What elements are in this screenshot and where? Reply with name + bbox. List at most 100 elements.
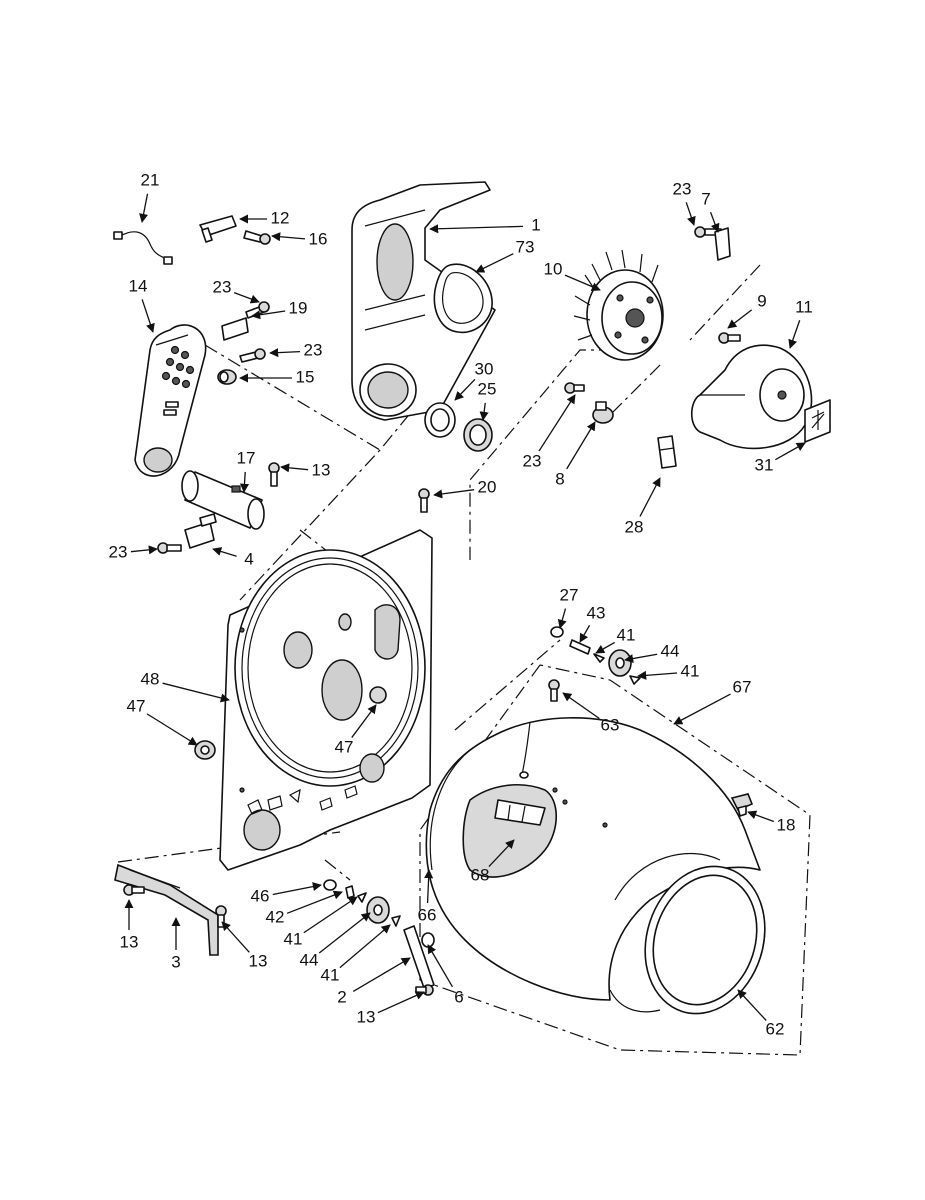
callout-label-c12: 12 xyxy=(271,208,290,227)
callout-leader-c1 xyxy=(429,224,524,234)
thermal-fuse-8-part xyxy=(592,401,614,424)
callout-label-c41a: 41 xyxy=(617,625,636,644)
clip-18-part xyxy=(730,793,754,817)
sensor-bracket-part xyxy=(199,215,237,243)
callout-label-c23b: 23 xyxy=(304,340,323,359)
callout-leader-c67 xyxy=(673,693,731,725)
callout-label-c18: 18 xyxy=(777,815,796,834)
callout-label-c44b: 44 xyxy=(300,950,319,969)
callout-leader-c31 xyxy=(775,442,806,461)
thermostat-19-part xyxy=(221,301,270,341)
callout-label-c7: 7 xyxy=(701,189,710,208)
callout-label-c67: 67 xyxy=(733,677,752,696)
callout-leader-c17 xyxy=(239,471,250,493)
callout-leader-c19 xyxy=(251,310,286,320)
callout-leader-c8 xyxy=(566,421,596,470)
callout-leader-c62 xyxy=(737,989,767,1021)
callout-leader-c13a xyxy=(280,463,309,473)
clip-7-part xyxy=(714,227,731,261)
callout-label-c25: 25 xyxy=(478,379,497,398)
screw-13-bracket-part xyxy=(123,884,227,928)
callout-leader-c25 xyxy=(479,402,489,421)
drum-67-part xyxy=(425,717,761,1001)
callout-label-c41b: 41 xyxy=(681,661,700,680)
callout-label-c63: 63 xyxy=(601,715,620,734)
callout-leader-c66 xyxy=(424,869,434,904)
callout-label-c23e: 23 xyxy=(523,451,542,470)
callout-label-c46: 46 xyxy=(251,886,270,905)
callout-label-c19: 19 xyxy=(289,298,308,317)
callout-label-c43: 43 xyxy=(587,603,606,622)
wire-harness-part xyxy=(113,231,173,265)
fuse-15-part xyxy=(217,369,237,385)
callout-label-c8: 8 xyxy=(555,469,564,488)
callout-label-c30: 30 xyxy=(475,359,494,378)
callout-leader-c11 xyxy=(788,320,801,349)
callout-leader-c21a xyxy=(139,193,149,223)
callout-leader-c6 xyxy=(427,944,453,988)
clip-28-part xyxy=(657,435,677,469)
callout-label-c66: 66 xyxy=(418,905,437,924)
callout-leader-c13d xyxy=(221,921,250,953)
callout-leader-c43 xyxy=(579,624,591,643)
screw-63-part xyxy=(548,679,560,702)
callout-leader-c16 xyxy=(271,232,306,242)
callout-label-c10: 10 xyxy=(544,259,563,278)
callout-label-c73: 73 xyxy=(516,237,535,256)
callout-leader-c30 xyxy=(454,378,476,401)
callout-leader-c47b xyxy=(351,704,377,738)
callout-leader-c23a xyxy=(233,291,260,304)
bracket-4-part xyxy=(157,513,217,554)
callout-leader-c13b xyxy=(377,991,425,1014)
callout-leader-c47a xyxy=(146,713,198,746)
callout-leader-c44a xyxy=(624,653,658,664)
screw-9-part xyxy=(718,332,741,344)
callout-leader-c10 xyxy=(564,274,601,291)
callout-leader-c2 xyxy=(352,957,411,992)
callout-label-c44a: 44 xyxy=(661,641,680,660)
callout-label-c17: 17 xyxy=(237,448,256,467)
cylinder-17-part xyxy=(181,470,265,530)
rear-bulkhead-48-part xyxy=(219,529,433,871)
callout-label-c13c: 13 xyxy=(120,932,139,951)
callout-label-c31: 31 xyxy=(755,455,774,474)
callout-label-c48: 48 xyxy=(141,669,160,688)
callout-leader-c46 xyxy=(272,882,322,896)
callout-leader-c23e xyxy=(538,394,576,452)
callout-label-c62: 62 xyxy=(766,1019,785,1038)
blower-housing-panel-part xyxy=(351,181,496,421)
duct-housing-part xyxy=(134,324,207,477)
callout-leader-c68 xyxy=(488,839,515,867)
blower-wheel-part xyxy=(573,249,664,361)
callout-label-c11: 11 xyxy=(795,297,813,316)
screw-16-part xyxy=(243,230,271,245)
gasket-73-part xyxy=(433,263,493,334)
screw-20-part xyxy=(418,488,430,513)
callout-leader-c41a xyxy=(595,641,616,654)
callout-label-c47b: 47 xyxy=(335,737,354,756)
callout-label-c4: 4 xyxy=(244,549,253,568)
nut-47-part xyxy=(194,740,216,760)
callout-leader-c7 xyxy=(709,211,720,233)
callout-leader-c73 xyxy=(475,253,514,273)
callout-leader-c44b xyxy=(318,912,371,954)
callout-label-c2: 2 xyxy=(337,987,346,1006)
callout-label-c14: 14 xyxy=(129,276,148,295)
callout-leader-c14 xyxy=(141,299,155,333)
callout-label-c13a: 13 xyxy=(312,460,331,479)
callout-label-c41c: 41 xyxy=(284,929,303,948)
callout-leader-c23d xyxy=(685,202,696,226)
callout-label-c68: 68 xyxy=(471,865,490,884)
callout-label-c15: 15 xyxy=(296,367,315,386)
callout-label-c20: 20 xyxy=(478,477,497,496)
callout-label-c21a: 21 xyxy=(141,170,160,189)
callout-label-c47a: 47 xyxy=(127,696,146,715)
callout-label-c9: 9 xyxy=(757,291,766,310)
screw-13-part xyxy=(268,462,280,487)
bearing-25-part xyxy=(463,418,493,452)
screw-23-part xyxy=(239,348,266,363)
callout-label-c3: 3 xyxy=(171,952,180,971)
callout-leader-c27 xyxy=(557,608,567,629)
